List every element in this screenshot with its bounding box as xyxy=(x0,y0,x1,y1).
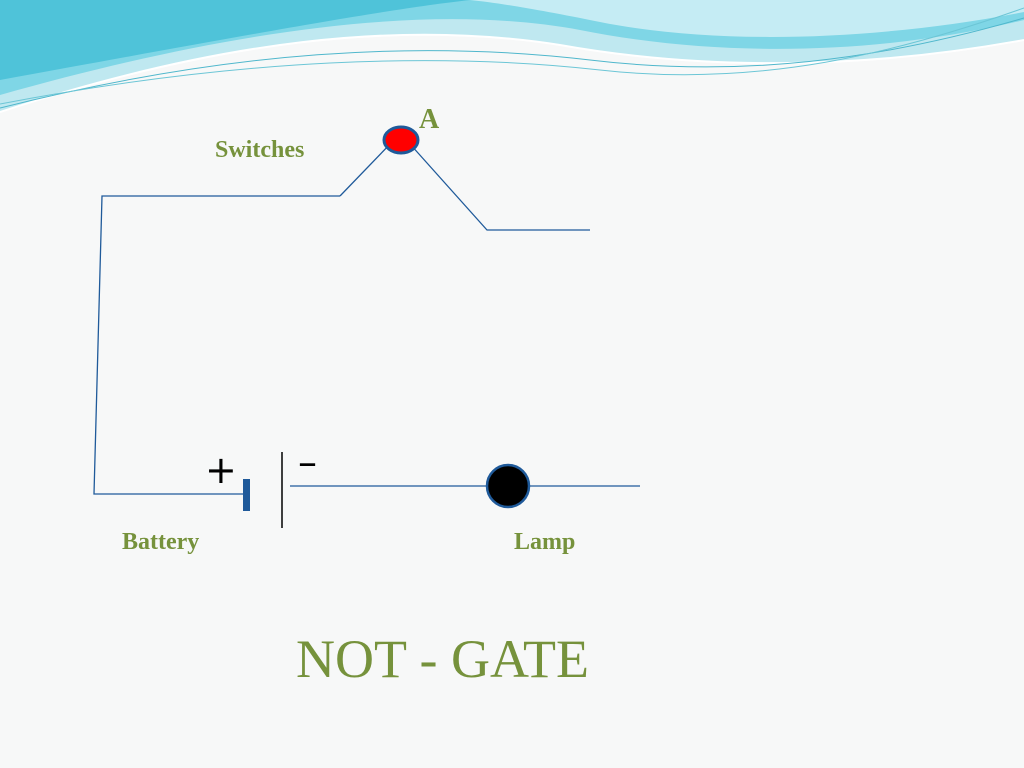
lamp-bulb xyxy=(485,463,531,509)
switches-label: Switches xyxy=(215,137,305,163)
switch-contact-a xyxy=(382,125,420,155)
battery-plus-sign: + xyxy=(205,448,237,492)
battery-minus-sign: – xyxy=(298,440,317,484)
switch-arm-right xyxy=(409,143,590,231)
battery-label: Battery xyxy=(122,529,200,555)
header-wave-decoration xyxy=(0,0,1024,113)
slide-title: NOT - GATE xyxy=(296,629,589,689)
wires xyxy=(93,141,640,495)
lamp-label: Lamp xyxy=(514,529,576,555)
switch-a-label: A xyxy=(419,104,440,135)
battery-positive-plate xyxy=(243,479,250,511)
battery-symbol xyxy=(243,452,283,528)
switch-arm-left xyxy=(339,141,393,197)
wire-left-top xyxy=(93,195,340,495)
